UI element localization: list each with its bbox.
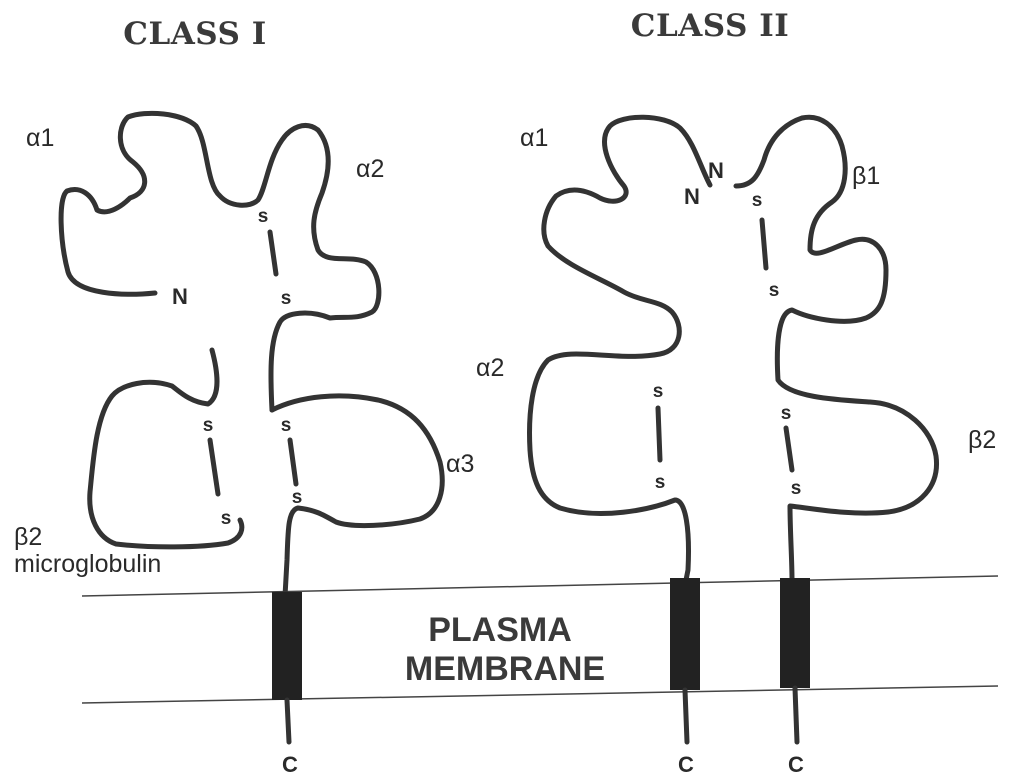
class-ii-beta1-disulfide-bond (762, 220, 766, 268)
class-ii-s-label: s (655, 472, 666, 493)
class-ii-alpha1-label: α1 (520, 124, 548, 152)
class-i-alpha1-alpha2-chain (61, 113, 379, 410)
class-ii-s-label: s (653, 381, 664, 402)
class-ii-alpha-transmembrane-segment (670, 578, 700, 690)
class-ii-s-label: s (781, 403, 792, 424)
class-ii-beta-c-terminus-label: C (788, 752, 804, 777)
class-i-alpha2-label: α2 (356, 155, 384, 183)
class-i-c-terminus-label: C (282, 752, 298, 777)
class-i-n-terminus-label: N (172, 284, 188, 309)
membrane-upper-line (82, 576, 998, 596)
class-ii-beta-n-terminus-label: N (708, 158, 724, 183)
class-ii-beta1-label: β1 (852, 162, 880, 190)
class-ii-beta-chain (736, 117, 937, 580)
class-i-s-label: s (281, 288, 292, 309)
membrane-lower-line (82, 686, 998, 703)
class-i-microglobulin-label: microglobulin (14, 550, 161, 578)
class-ii-alpha-c-terminus-label: C (678, 752, 694, 777)
class-i-s-label: s (203, 415, 214, 436)
class-i-s-label: s (292, 487, 303, 508)
class-i-alpha3-disulfide-bond (290, 440, 296, 484)
class-i-b2m-disulfide-bond (210, 440, 218, 494)
class-ii-alpha2-label: α2 (476, 354, 504, 382)
class-ii-beta2-disulfide-bond (786, 428, 792, 470)
class-ii-s-label: s (791, 478, 802, 499)
class-ii-beta-cytoplasmic-tail (795, 688, 797, 742)
class-i-alpha3-label: α3 (446, 450, 474, 478)
class-ii-alpha-chain (530, 117, 710, 580)
class-i-alpha1-label: α1 (26, 124, 54, 152)
class-i-alpha2-disulfide-bond (270, 232, 276, 274)
class-i-b2m-chain (90, 350, 242, 547)
class-i-s-label: s (281, 415, 292, 436)
class-i-transmembrane-segment (272, 592, 302, 700)
class-ii-s-label: s (769, 280, 780, 301)
class-ii-s-label: s (752, 190, 763, 211)
class-i-beta2-label: β2 (14, 523, 42, 551)
class-ii-title: CLASS II (631, 8, 789, 44)
class-ii-beta2-label: β2 (968, 426, 996, 454)
class-i-s-label: s (221, 508, 232, 529)
class-ii-alpha-cytoplasmic-tail (685, 690, 687, 742)
class-ii-alpha-n-terminus-label: N (684, 184, 700, 209)
class-i-cytoplasmic-tail (287, 700, 289, 742)
class-ii-beta-transmembrane-segment (780, 578, 810, 688)
class-i-title: CLASS I (123, 16, 266, 52)
class-ii-alpha2-disulfide-bond (658, 408, 660, 460)
membrane-label-line2: MEMBRANE (405, 650, 605, 688)
class-i-s-label: s (258, 206, 269, 227)
membrane-label-line1: PLASMA (428, 611, 572, 649)
